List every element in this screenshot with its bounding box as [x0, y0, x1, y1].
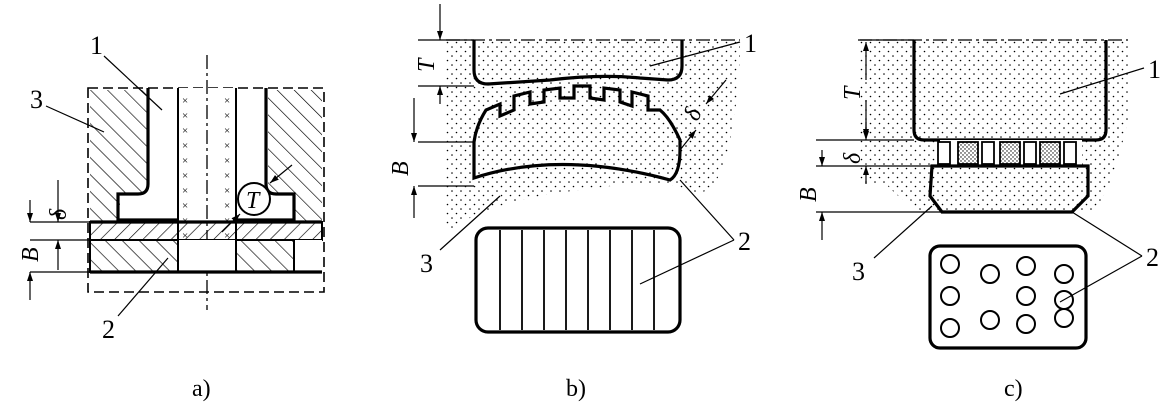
- panel-c-leader-1: [1059, 67, 1145, 95]
- panel-a-t-arrow-bottom: [221, 213, 241, 233]
- abrasive-x-mark: ×: [224, 110, 230, 122]
- abrasive-x-mark: ×: [182, 140, 188, 152]
- panel-b-leader-1: [649, 41, 741, 67]
- panel-a: ×××××××××××××××××××××× T δ B 1 3 2 a): [18, 31, 325, 402]
- panel-a-dim-b: B: [18, 247, 44, 262]
- panel-c-sand: [858, 40, 1128, 212]
- panel-c-pins: [937, 141, 1077, 165]
- pin-post: [1063, 141, 1077, 165]
- abrasive-x-mark: ×: [224, 200, 230, 212]
- panel-c-dim-delta: δ: [840, 152, 866, 164]
- panel-b-leader-2a: [679, 179, 735, 241]
- panel-c-label-3: 3: [852, 257, 865, 286]
- panel-b-dim-b: B: [388, 161, 414, 176]
- panel-b-leader-3: [439, 195, 501, 251]
- panel-c-label-1: 1: [1148, 55, 1161, 84]
- panel-b-leader-2b: [639, 239, 735, 285]
- plan-hole: [940, 318, 960, 338]
- panel-a-left-wall-hatch: [90, 90, 148, 222]
- panel-b-plan-view: [474, 226, 682, 334]
- panel-a-right-wall-hatch: [268, 90, 322, 222]
- abrasive-x-mark: ×: [182, 185, 188, 197]
- panel-b-plan-ribs: [499, 230, 655, 330]
- panel-a-label-1: 1: [90, 31, 103, 60]
- abrasive-x-mark: ×: [182, 95, 188, 107]
- panel-a-leader-2: [117, 257, 169, 317]
- panel-a-electrode-left-profile: [116, 88, 178, 222]
- panel-a-right-part2-hatch: [236, 240, 294, 272]
- panel-b-label-3: 3: [420, 249, 433, 278]
- panel-c-caption: c): [1004, 376, 1023, 402]
- panel-a-caption: a): [192, 376, 211, 402]
- pin-post: [1023, 141, 1037, 165]
- panel-b-tool: [472, 40, 684, 86]
- panel-a-left-part2-hatch: [90, 240, 178, 272]
- pin-abrasive-cell: [999, 141, 1021, 165]
- abrasive-x-mark: ×: [182, 110, 188, 122]
- pin-post: [937, 141, 951, 165]
- panel-c-leader-2a: [1071, 211, 1143, 257]
- abrasive-x-mark: ×: [182, 125, 188, 137]
- panel-b-dim-t: T: [414, 57, 440, 72]
- panel-a-dim-t: T: [246, 188, 261, 214]
- panel-a-outer-box: [87, 87, 325, 293]
- abrasive-x-mark: ×: [182, 200, 188, 212]
- abrasive-x-mark: ×: [224, 170, 230, 182]
- panel-b-delta-arrow-2: [679, 129, 697, 151]
- panel-b-label-2: 2: [738, 227, 751, 256]
- panel-a-dim-delta: δ: [46, 208, 72, 220]
- panel-c-dim-b: B: [796, 187, 822, 202]
- panel-b-label-1: 1: [744, 29, 757, 58]
- panel-b: T B δ 1 2 3 b): [388, 4, 757, 402]
- plan-hole: [1016, 314, 1036, 334]
- panel-b-sand: [446, 40, 740, 230]
- abrasive-x-mark: ×: [224, 95, 230, 107]
- panel-a-leader-3: [45, 105, 105, 133]
- panel-a-label-3: 3: [30, 85, 43, 114]
- pin-abrasive-cell: [957, 141, 979, 165]
- plan-hole: [940, 254, 960, 274]
- plan-hole: [1016, 256, 1036, 276]
- abrasive-x-mark: ×: [182, 170, 188, 182]
- panel-c-leader-2b: [1059, 255, 1143, 303]
- panel-b-workpiece: [472, 84, 682, 182]
- plan-hole: [1054, 308, 1074, 328]
- panel-a-t-arrow-top: [269, 164, 293, 184]
- panel-c-plan-view: [928, 244, 1088, 350]
- abrasive-x-mark: ×: [224, 155, 230, 167]
- plan-hole: [980, 264, 1000, 284]
- plan-hole: [1016, 286, 1036, 306]
- plan-hole: [1054, 264, 1074, 284]
- abrasive-x-mark: ×: [224, 185, 230, 197]
- panel-c-dim-t: T: [840, 85, 866, 100]
- panel-a-label-2: 2: [102, 315, 115, 344]
- plan-hole: [940, 286, 960, 306]
- panel-c-label-2: 2: [1146, 243, 1159, 272]
- panel-b-delta-arrow-1: [705, 79, 727, 105]
- panel-a-upper-layer: [89, 221, 323, 241]
- pin-post: [981, 141, 995, 165]
- panel-b-caption: b): [566, 376, 586, 402]
- panel-c: T δ B 1 2 3 c): [796, 39, 1161, 402]
- panel-a-electrode-right-profile: [236, 88, 296, 222]
- plan-hole: [980, 310, 1000, 330]
- pin-abrasive-cell: [1039, 141, 1061, 165]
- abrasive-x-mark: ×: [224, 140, 230, 152]
- panel-a-gap-circle: [237, 182, 271, 216]
- abrasive-x-mark: ×: [182, 155, 188, 167]
- panel-c-leader-3: [873, 205, 933, 259]
- panel-c-plan-holes: [940, 254, 1074, 338]
- abrasive-x-mark: ×: [224, 125, 230, 137]
- panel-a-leader-1: [103, 55, 163, 111]
